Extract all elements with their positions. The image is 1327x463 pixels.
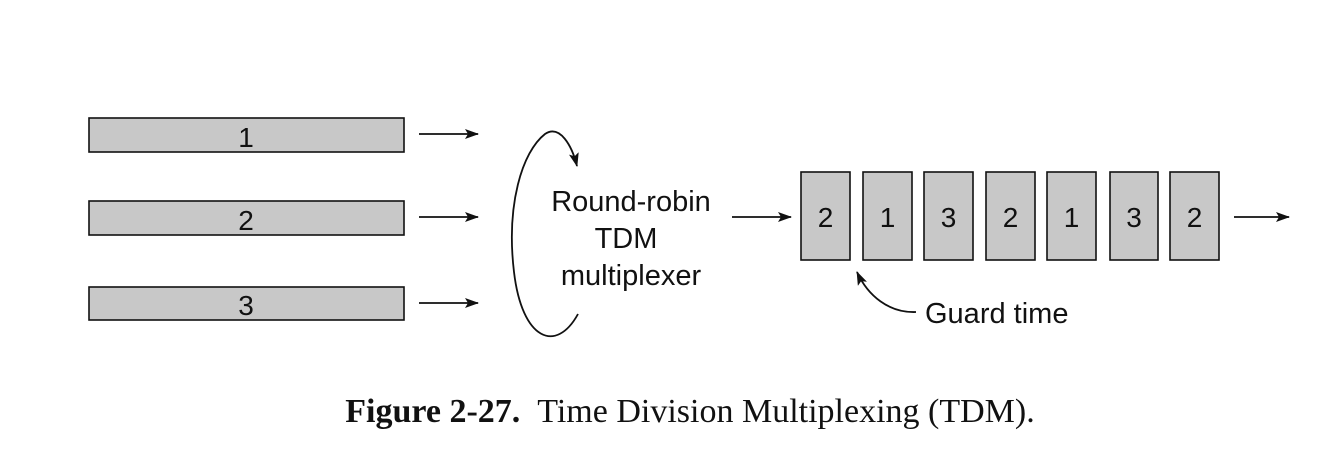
guard-time-label: Guard time <box>925 298 1068 330</box>
figure-caption: Figure 2-27. Time Division Multiplexing … <box>0 393 1327 431</box>
input-bar-3-label: 3 <box>238 290 254 321</box>
output-slot-box <box>1169 171 1220 261</box>
output-slot-box <box>1109 171 1159 261</box>
output-slot-label: 2 <box>818 202 834 233</box>
output-slot-label: 2 <box>1187 202 1203 233</box>
input-channel-2: 2 <box>88 200 479 236</box>
input-bar-2 <box>88 200 405 236</box>
input-bar-1 <box>88 117 405 153</box>
output-slot-box <box>800 171 851 261</box>
multiplexer-label-line-2: TDM <box>595 223 658 255</box>
output-slot-label: 3 <box>1126 202 1142 233</box>
output-slot-box <box>1046 171 1097 261</box>
output-slot-stream: 2 1 3 2 1 3 2 <box>800 171 1220 261</box>
output-slot: 2 <box>800 171 851 261</box>
output-slot-box <box>923 171 974 261</box>
round-robin-loop-arrow <box>511 130 579 338</box>
output-slot-label: 2 <box>1003 202 1019 233</box>
multiplexer-label-line-3: multiplexer <box>561 260 702 292</box>
input-bar-3 <box>88 286 405 321</box>
input-bar-2-label: 2 <box>238 205 254 236</box>
output-slot-label: 1 <box>1064 202 1080 233</box>
output-slot: 3 <box>923 171 974 261</box>
output-slot: 1 <box>1046 171 1097 261</box>
figure-number: Figure 2-27. <box>345 393 521 430</box>
input-channel-3: 3 <box>88 286 479 321</box>
guard-time-pointer-arrow <box>856 271 917 313</box>
output-slot-label: 3 <box>941 202 957 233</box>
output-slot-label: 1 <box>880 202 896 233</box>
input-bar-1-label: 1 <box>238 122 254 153</box>
output-slot-box <box>862 171 913 261</box>
multiplexer-label: Round-robin TDM multiplexer <box>551 186 711 292</box>
input-channel-1: 1 <box>88 117 479 153</box>
output-slot: 2 <box>1169 171 1220 261</box>
output-slot: 3 <box>1109 171 1159 261</box>
output-slot-box <box>985 171 1036 261</box>
output-slot: 2 <box>985 171 1036 261</box>
figure-title: Time Division Multiplexing (TDM). <box>537 393 1035 430</box>
multiplexer-label-line-1: Round-robin <box>551 186 711 218</box>
output-slot: 1 <box>862 171 913 261</box>
